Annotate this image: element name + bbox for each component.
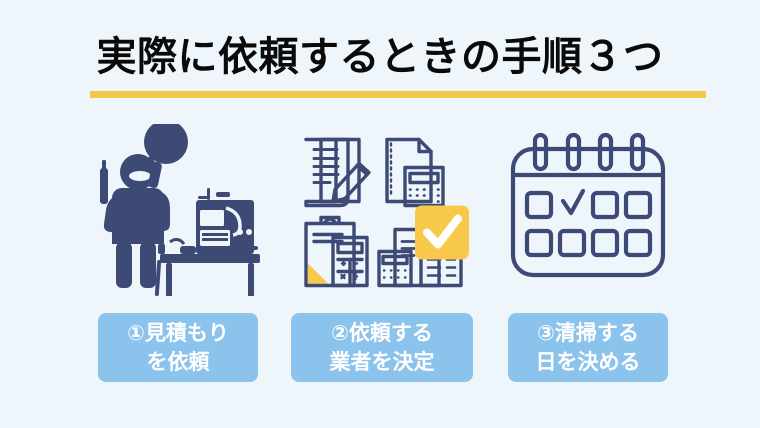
title-underline <box>90 91 706 98</box>
calendar-check-mark <box>560 188 586 216</box>
documents-calculators-checkmark-icon <box>304 137 469 288</box>
checkmark-badge <box>415 205 469 260</box>
clipboard-corner-accent <box>308 263 328 284</box>
step-label-2-line1: ②依頼する <box>331 320 433 345</box>
illustration-step-1 <box>98 124 260 296</box>
step-label-3-line2: 日を決める <box>535 349 641 374</box>
step-label-2-line2: 業者を決定 <box>329 349 435 374</box>
step-label-1: ①見積もり を依頼 <box>98 313 258 382</box>
illustration-step-2 <box>297 124 475 296</box>
page-title-text: 実際に依頼するときの手順３つ <box>96 34 664 80</box>
illustration-step-3 <box>505 124 671 296</box>
page-title: 実際に依頼するときの手順３つ <box>0 34 760 80</box>
step-label-3-line1: ③清掃する <box>537 320 639 345</box>
step-label-1-line2: を依頼 <box>146 349 210 374</box>
step-label-3: ③清掃する 日を決める <box>508 313 668 382</box>
step-label-2: ②依頼する 業者を決定 <box>291 313 473 382</box>
calendar-with-checkmark-icon <box>510 132 666 278</box>
step-label-1-line1: ①見積もり <box>127 320 229 345</box>
person-calling-on-phone-at-desk-icon <box>100 124 260 296</box>
